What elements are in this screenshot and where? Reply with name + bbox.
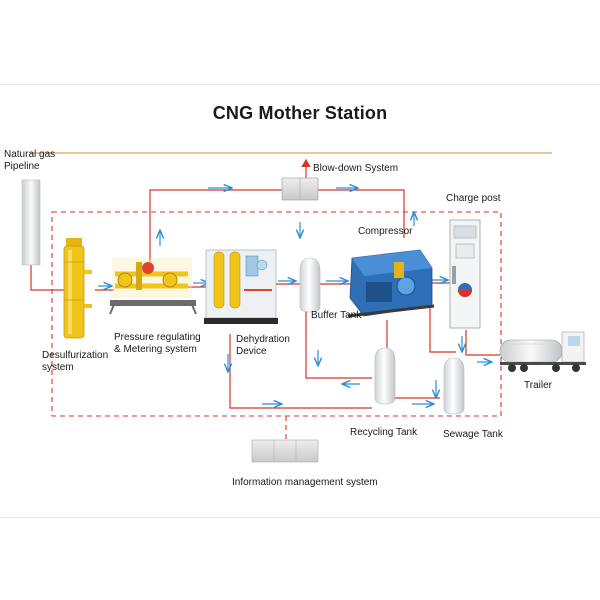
label-desulfurization-line2: system [42, 362, 74, 373]
recycling-line [229, 334, 372, 409]
recycling-tank-icon [374, 347, 396, 405]
trailer-icon [499, 331, 586, 372]
label-desulfurization-system: Desulfurization system [42, 350, 108, 374]
trailer-line [465, 330, 500, 356]
desulfurization-tower-icon [63, 238, 92, 339]
dehydration-device-icon [204, 249, 278, 324]
label-pressure-regulating: Pressure regulating & Metering system [114, 332, 201, 356]
buffer-tank-icon [299, 257, 321, 313]
label-natural-gas-line2: Pipeline [4, 161, 40, 172]
label-dehydration-device: Dehydration Device [236, 334, 290, 358]
information-management-system-icon [251, 439, 319, 463]
label-compressor: Compressor [358, 226, 413, 237]
label-buffer-tank: Buffer Tank [311, 310, 362, 321]
sewage-tank-icon [443, 357, 465, 415]
label-blow-down-system: Blow-down System [313, 163, 399, 174]
blow-down-line [149, 189, 282, 262]
natural-gas-pipeline-icon [21, 179, 41, 266]
image-frame [0, 84, 600, 518]
label-trailer: Trailer [524, 380, 552, 391]
pressure-regulating-skid-icon [109, 258, 197, 315]
label-dehydration-line1: Dehydration [236, 334, 290, 345]
label-natural-gas-pipeline: Natural gas Pipeline [4, 149, 55, 173]
label-dehydration-line2: Device [236, 346, 267, 357]
label-recycling-tank: Recycling Tank [350, 427, 418, 438]
label-pressure-line2: & Metering system [114, 344, 197, 355]
charge-post-icon [449, 219, 481, 329]
gas-line-inlet [30, 265, 70, 291]
blow-down-system-icon [281, 177, 319, 201]
compressor-icon [347, 249, 435, 318]
diagram-title: CNG Mother Station [212, 103, 388, 123]
control-dashed-loop [51, 211, 502, 417]
label-charge-post: Charge post [446, 193, 501, 204]
label-information-management-system: Information management system [232, 477, 378, 488]
label-pressure-line1: Pressure regulating [114, 332, 201, 343]
label-desulfurization-line1: Desulfurization [42, 350, 109, 361]
label-sewage-tank: Sewage Tank [443, 429, 503, 440]
label-natural-gas-line1: Natural gas [4, 149, 56, 160]
